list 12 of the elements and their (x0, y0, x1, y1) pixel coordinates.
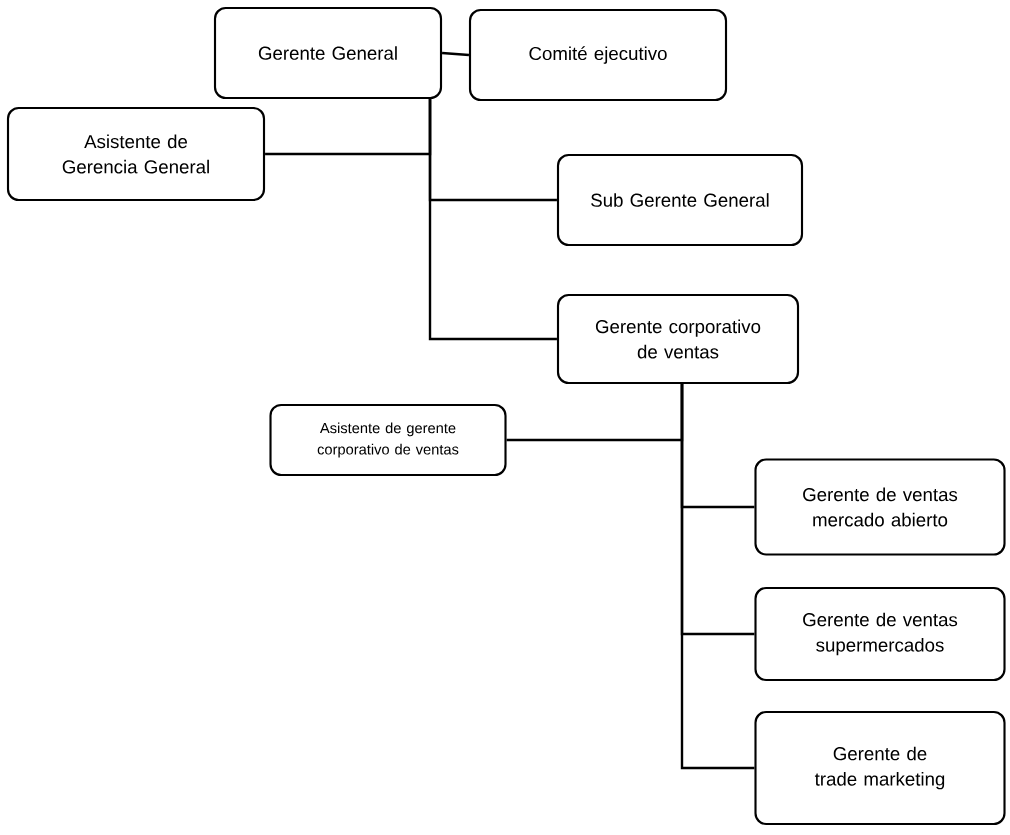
org-box: Gerente General (213, 6, 443, 100)
connector-line (680, 384, 755, 770)
connector-line (428, 99, 557, 341)
org-box: Asistente de gerente corporativo de ventas (269, 403, 507, 477)
org-box: Gerente de ventas supermercados (754, 586, 1006, 682)
org-box: Sub Gerente General (556, 153, 804, 247)
org-box: Gerente de trade marketing (754, 710, 1006, 826)
connector-line (442, 51, 470, 57)
org-box: Comité ejecutivo (468, 8, 728, 102)
org-box: Gerente de ventas mercado abierto (754, 458, 1006, 556)
org-box: Gerente corporativo de ventas (556, 293, 800, 385)
org-box: Asistente de Gerencia General (6, 106, 266, 202)
